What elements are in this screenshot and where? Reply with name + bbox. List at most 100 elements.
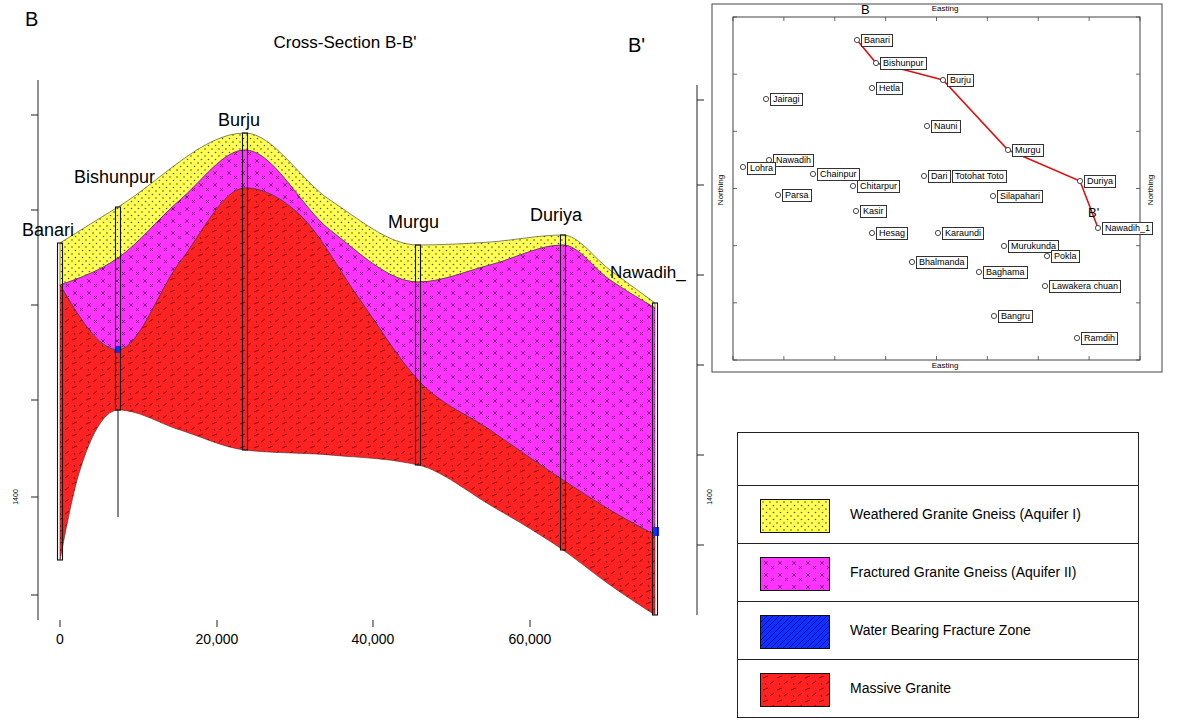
axis-tick	[31, 497, 38, 498]
location-name: Silapahari	[997, 190, 1043, 203]
map-tick	[733, 356, 734, 360]
axis-tick	[697, 455, 704, 456]
map-tick	[1136, 17, 1140, 18]
map-tick	[733, 17, 737, 18]
borehole	[58, 243, 63, 560]
section-label: Bishunpur	[74, 168, 155, 188]
location-marker	[909, 259, 914, 264]
borehole	[116, 207, 121, 410]
map-tick	[783, 17, 784, 21]
borehole	[653, 303, 658, 615]
map-label: B	[861, 3, 870, 17]
location-name: Karaundi	[942, 227, 984, 240]
section-title: Cross-Section B-B'	[273, 34, 416, 53]
section-label: Easting	[932, 362, 959, 371]
section-label: 40,000	[352, 632, 395, 647]
map-frame	[712, 4, 1162, 372]
map-tick	[936, 356, 937, 360]
location-name: Bishunpur	[880, 57, 927, 70]
map-label: B'	[1088, 206, 1099, 220]
map-tick	[987, 17, 988, 21]
section-label: 1400	[706, 489, 714, 505]
map-tick	[1140, 356, 1141, 360]
location-name: Parsa	[782, 189, 812, 202]
location-name: Totohat Toto	[952, 170, 1007, 183]
location-name: Bhalmanda	[916, 256, 968, 269]
map-tick	[1136, 302, 1140, 303]
location-marker	[740, 164, 745, 169]
legend-swatch	[760, 673, 830, 707]
map-tick	[1038, 17, 1039, 21]
location-marker	[850, 183, 855, 188]
legend-box: Weathered Granite Gneiss (Aquifer I) Frac…	[737, 432, 1139, 718]
borehole	[561, 235, 566, 550]
axis-tick	[31, 210, 38, 211]
section-label: B'	[628, 34, 645, 56]
location-marker	[1074, 335, 1079, 340]
legend-text: Water Bearing Fracture Zone	[850, 622, 1031, 638]
section-label: 1400	[12, 489, 20, 505]
section-label: Banari	[22, 221, 74, 241]
map-tick	[1136, 131, 1140, 132]
location-marker	[775, 192, 780, 197]
map-tick	[733, 188, 737, 189]
map-tick	[1089, 356, 1090, 360]
legend-row: Weathered Granite Gneiss (Aquifer I)	[738, 485, 1138, 544]
location-name: Chitarpur	[857, 180, 900, 193]
legend-text: Weathered Granite Gneiss (Aquifer I)	[850, 506, 1081, 522]
location-name: Chainpur	[817, 168, 860, 181]
map-tick	[733, 17, 734, 21]
legend-text: Fractured Granite Gneiss (Aquifer II)	[850, 564, 1076, 580]
location-marker	[869, 230, 874, 235]
location-marker	[940, 77, 945, 82]
map-tick	[1089, 17, 1090, 21]
section-label: 20,000	[196, 632, 239, 647]
location-name: Jairagi	[770, 93, 803, 106]
map-tick	[783, 356, 784, 360]
map-tick	[1136, 360, 1140, 361]
section-label: Northing	[1147, 175, 1156, 205]
location-name: Dari	[928, 170, 951, 183]
profile-line	[857, 40, 1098, 228]
section-label: B	[25, 8, 38, 30]
map-tick	[834, 17, 835, 21]
section-label: Easting	[932, 5, 959, 14]
section-label: Nawadih_	[610, 264, 686, 283]
map-tick	[1136, 245, 1140, 246]
location-marker	[1005, 147, 1010, 152]
location-marker	[869, 85, 874, 90]
location-name: Baghama	[983, 266, 1028, 279]
y-axis	[38, 80, 39, 620]
location-marker	[853, 208, 858, 213]
location-marker	[763, 96, 768, 101]
location-name: Nauni	[931, 120, 961, 133]
axis-tick	[217, 620, 218, 627]
borehole	[118, 410, 119, 517]
map-plot-frame	[733, 17, 1140, 360]
map-tick	[733, 360, 737, 361]
swatch-texture	[761, 674, 829, 706]
massive-layer-texture	[60, 188, 655, 615]
map-tick	[733, 245, 737, 246]
location-name: Nawadih	[773, 154, 814, 167]
borehole	[416, 245, 421, 465]
map-tick	[936, 17, 937, 21]
axis-tick	[31, 400, 38, 401]
location-marker	[1042, 283, 1047, 288]
location-marker	[976, 269, 981, 274]
location-marker	[1044, 253, 1049, 258]
section-label: Northing	[717, 175, 726, 205]
axis-tick	[31, 595, 38, 596]
legend-swatch	[760, 557, 830, 591]
legend-text: Massive Granite	[850, 680, 951, 696]
location-name: Bangru	[998, 310, 1033, 323]
swatch-texture	[761, 558, 829, 590]
massive-layer	[60, 188, 655, 615]
map-tick	[1136, 74, 1140, 75]
location-marker	[854, 37, 859, 42]
axis-tick	[31, 305, 38, 306]
location-name: Pokla	[1051, 250, 1080, 263]
legend-swatch	[760, 615, 830, 649]
location-name: Ramdih	[1081, 332, 1118, 345]
location-marker	[873, 60, 878, 65]
